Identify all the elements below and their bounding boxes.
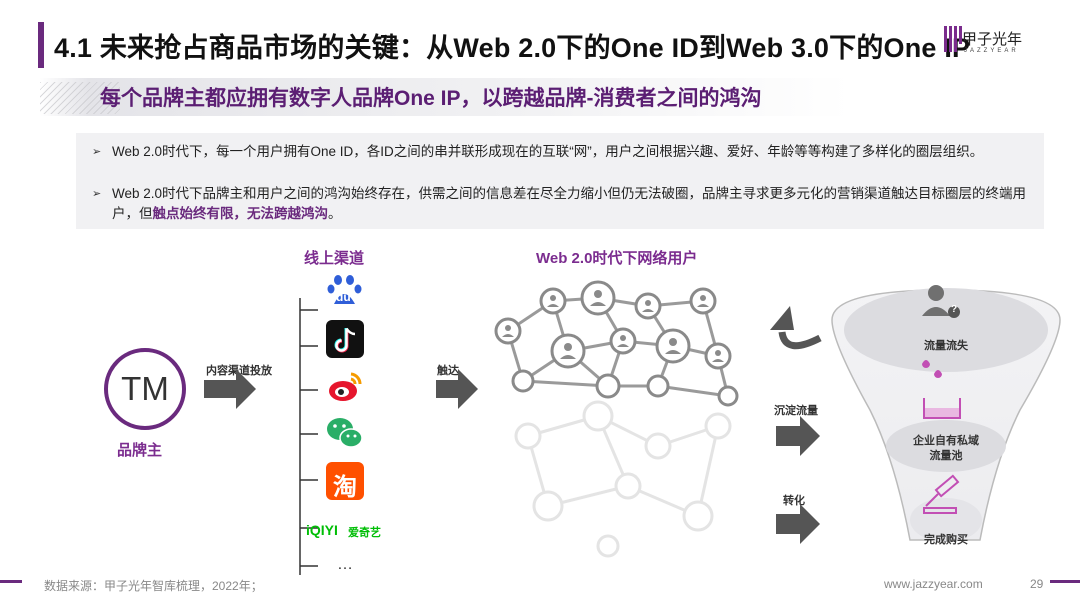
bullet-arrow-icon: ➢ <box>92 146 102 158</box>
content-delivery-label: 内容渠道投放 <box>206 365 272 377</box>
sink-traffic-label: 沉淀流量 <box>774 405 818 417</box>
brand-tm-circle: TM <box>104 348 186 430</box>
subtitle-hatch-decoration <box>40 82 120 114</box>
subtitle: 每个品牌主都应拥有数字人品牌One IP，以跨越品牌-消费者之间的鸿沟 <box>100 87 762 110</box>
iqiyi-text-cn: 爱奇艺 <box>348 527 381 539</box>
question-mark-text: ? <box>951 304 958 315</box>
network-users-label: Web 2.0时代下网络用户 <box>536 250 698 267</box>
convert-label: 转化 <box>783 495 805 507</box>
funnel-purchase-label: 完成购买 <box>924 534 968 546</box>
arrow-to-channels <box>204 369 256 409</box>
taobao-text: 淘 <box>333 474 357 501</box>
bullet-1-text: Web 2.0时代下，每一个用户拥有One ID，各ID之间的串并联形成现在的互… <box>112 144 984 159</box>
funnel-loss-label: 流量流失 <box>924 340 968 352</box>
title-accent-bar <box>38 22 44 68</box>
funnel-pool-label-2: 流量池 <box>929 450 963 462</box>
funnel-pool-label-1: 企业自有私域 <box>913 435 979 447</box>
tiktok-icon <box>326 320 364 358</box>
page-number: 29 <box>1030 577 1044 591</box>
curved-loss-arrowhead <box>770 306 794 330</box>
taobao-icon: 淘 <box>326 462 364 501</box>
arrow-sink-traffic <box>776 416 820 456</box>
jazzyear-logo: 甲子光年 JAZZYEAR <box>944 24 1054 60</box>
wechat-icon <box>326 414 364 452</box>
tiktok-note-icon <box>334 327 356 353</box>
curved-loss-arrow <box>778 331 822 350</box>
tm-text: TM <box>121 370 169 407</box>
reach-label: 触达 <box>437 365 459 377</box>
brand-owner-label: 品牌主 <box>117 442 163 459</box>
bullet-2-text-pre: Web 2.0时代下品牌主和用户之间的鸿沟始终存在，供需之间的信息差在尽全力缩小… <box>112 186 1027 221</box>
baidu-paw-icon <box>327 275 362 304</box>
iqiyi-icon: iQIYI 爱奇艺 <box>306 512 386 550</box>
online-channels-label: 线上渠道 <box>304 250 365 267</box>
baidu-du-text: du <box>336 290 351 304</box>
bullet-2: ➢ Web 2.0时代下品牌主和用户之间的鸿沟始终存在，供需之间的信息差在尽全力… <box>92 184 1032 224</box>
info-box: ➢ Web 2.0时代下，每一个用户拥有One ID，各ID之间的串并联形成现在… <box>76 133 1044 229</box>
weibo-icon <box>326 368 364 406</box>
bullet-arrow-icon: ➢ <box>92 188 102 200</box>
iqiyi-text: iQIYI <box>306 522 338 538</box>
traffic-funnel <box>831 285 1061 542</box>
footer-accent-left <box>0 580 22 583</box>
arrow-convert <box>776 504 820 544</box>
more-channels-ellipsis: … <box>337 556 353 573</box>
page-title: 4.1 未来抢占商品市场的关键：从Web 2.0下的One ID到Web 3.0… <box>54 33 971 63</box>
bullet-2-text-post: 。 <box>328 206 342 221</box>
weibo-eye-icon <box>329 372 362 401</box>
bullet-2-highlight: 触点始终有限，无法跨越鸿沟 <box>152 206 329 221</box>
subtitle-band <box>40 78 850 116</box>
arrow-to-network <box>436 369 478 409</box>
bullet-1: ➢ Web 2.0时代下，每一个用户拥有One ID，各ID之间的串并联形成现在… <box>92 142 1032 162</box>
footer-accent-right <box>1050 580 1080 583</box>
footer-url[interactable]: www.jazzyear.com <box>884 577 983 591</box>
bullet-2-text: Web 2.0时代下品牌主和用户之间的鸿沟始终存在，供需之间的信息差在尽全力缩小… <box>92 184 1032 224</box>
wechat-bubbles-icon <box>327 418 363 448</box>
user-network-graph <box>494 280 739 558</box>
logo-bars-icon <box>944 26 962 52</box>
baidu-icon: du <box>326 272 364 310</box>
data-source: 数据来源：甲子光年智库梳理，2022年； <box>44 579 263 593</box>
logo-text-cn: 甲子光年 <box>962 30 1023 48</box>
logo-text-en: JAZZYEAR <box>964 48 1019 54</box>
